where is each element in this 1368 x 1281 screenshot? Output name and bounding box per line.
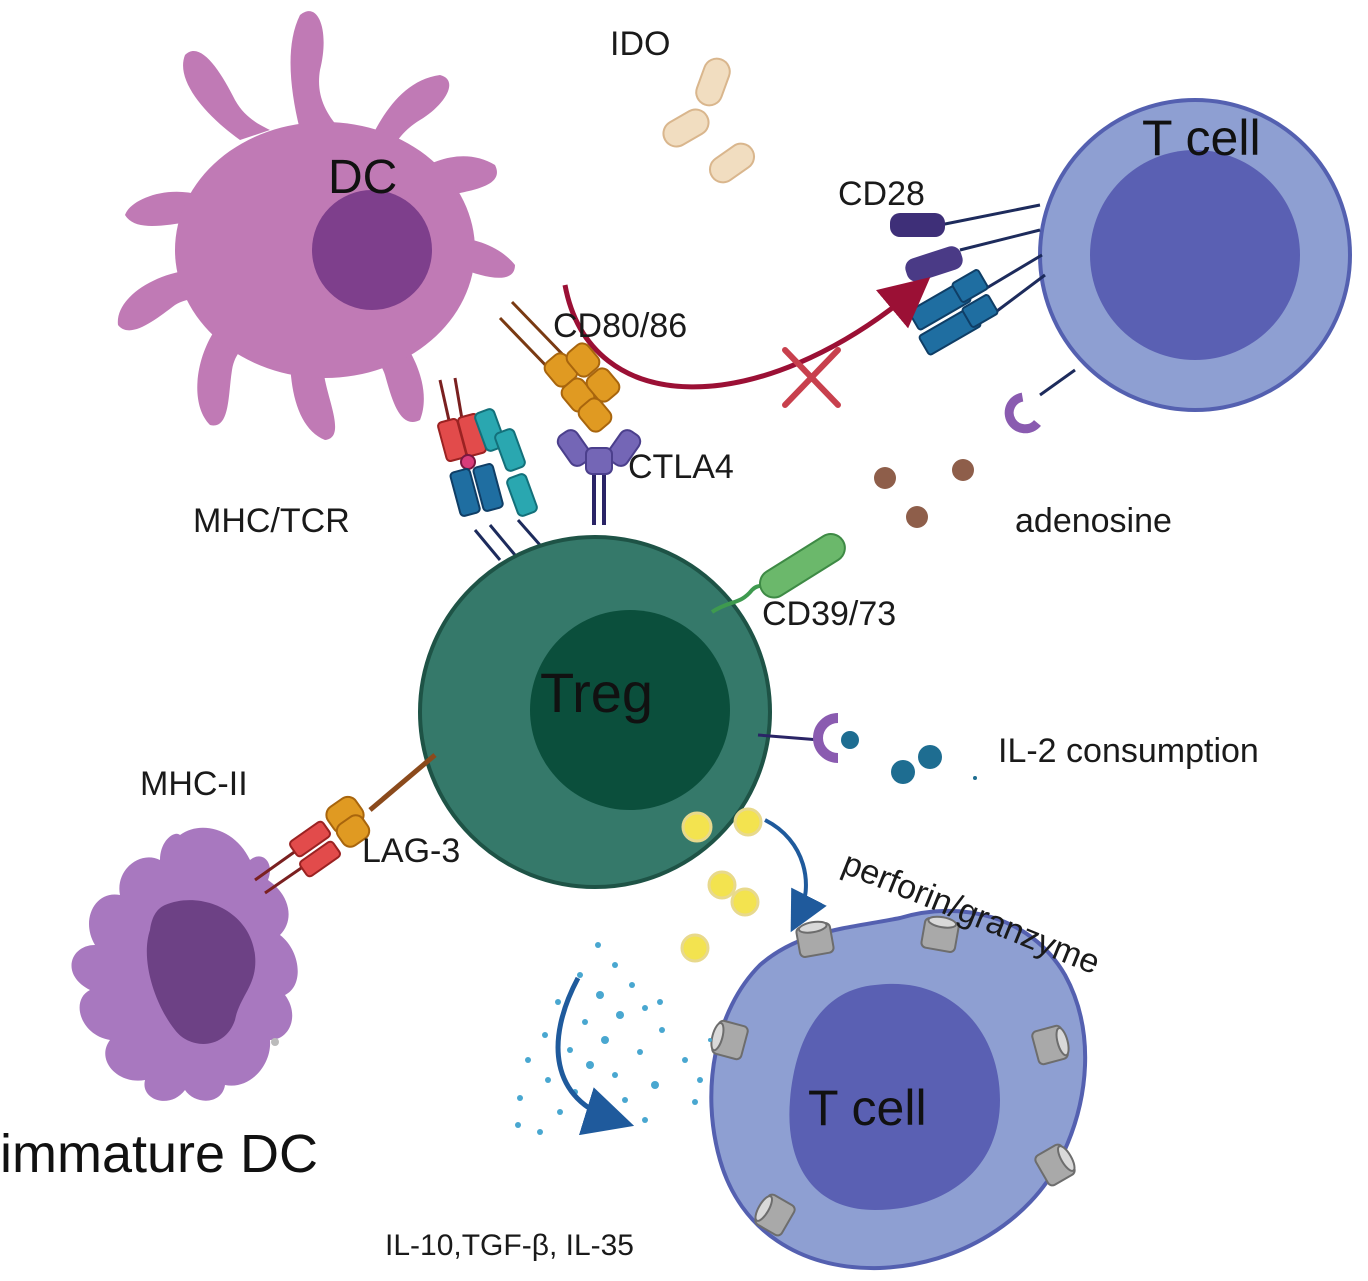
adenosine-label: adenosine: [1015, 502, 1172, 540]
ctla4-label: CTLA4: [628, 448, 734, 486]
adenosine-molecules: [874, 459, 974, 528]
block-cross-icon: [782, 347, 841, 408]
cd80-86-label: CD80/86: [553, 307, 687, 345]
granzyme-granules: [680, 807, 763, 963]
t-cell-bottom: [709, 908, 1088, 1271]
treg-nucleus: [530, 610, 730, 810]
cytokine-arrow: [555, 976, 635, 1136]
ido-molecules: [662, 57, 756, 184]
immature-dc-cell: [71, 827, 298, 1101]
t-cell-top-label: T cell: [1142, 110, 1261, 166]
t-cell-bottom-label: T cell: [808, 1080, 927, 1136]
mhc-tcr-complex: [437, 377, 542, 561]
mhc-ii-label: MHC-II: [140, 765, 248, 803]
immature-dc-label: immature DC: [0, 1124, 318, 1184]
lag3-label: LAG-3: [362, 832, 460, 870]
ido-label: IDO: [610, 25, 670, 63]
cd39-73-label: CD39/73: [762, 595, 896, 633]
lag3-mhc-ii-complex: [254, 753, 437, 895]
dc-label: DC: [328, 151, 397, 204]
blocked-costim-arrow: [562, 277, 931, 390]
t-cell-top-nucleus: [1090, 150, 1300, 360]
ctla4-molecule: [556, 429, 642, 525]
il2-molecules: [841, 731, 977, 784]
cd80-86-molecule: [498, 300, 621, 433]
mhc-tcr-label: MHC/TCR: [193, 502, 350, 540]
immature-dc-nucleus: [146, 900, 256, 1044]
cytokine-dots: [515, 942, 712, 1135]
perforin-pores: [710, 915, 1076, 1237]
cd28-receptors: [890, 203, 1076, 434]
il2-label: IL-2 consumption: [998, 732, 1259, 770]
granzyme-arrow: [764, 818, 827, 933]
t-cell-bottom-nucleus: [789, 983, 1000, 1210]
cd39-73-molecule: [710, 532, 846, 614]
il2-receptor: [757, 713, 839, 763]
treg-cell: [418, 535, 772, 889]
cytokines-label: IL-10,TGF-β, IL-35: [385, 1229, 634, 1262]
treg-label: Treg: [540, 661, 653, 724]
t-cell-top: [1038, 98, 1352, 412]
cd28-label: CD28: [838, 175, 925, 213]
dendritic-cell: [117, 11, 515, 440]
dc-nucleus: [312, 190, 432, 310]
